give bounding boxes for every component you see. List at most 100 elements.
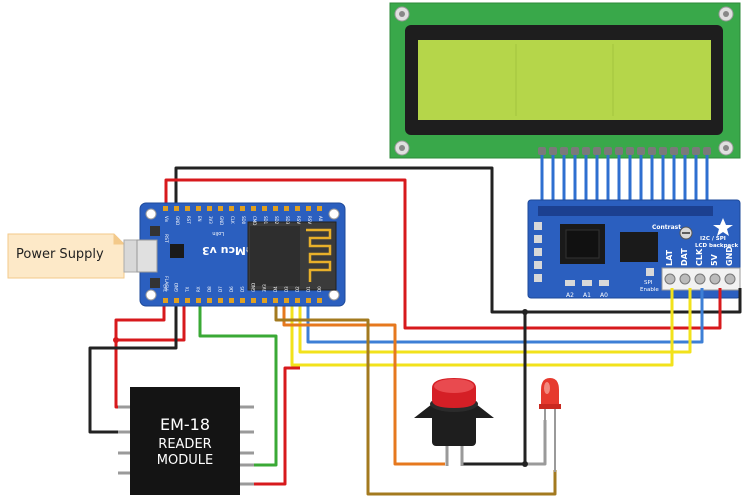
wire-vin-top	[164, 178, 722, 330]
header-pin	[163, 298, 168, 303]
antenna-icon	[306, 228, 332, 282]
terminal-screw	[679, 273, 691, 285]
nodemcu-mount-hole	[328, 208, 340, 220]
led-rim	[539, 404, 561, 409]
nodemcu-bottom-pin-labels: 3V3 GND TX RX D8 D7 D6 D5 GND 3V3 D4 D3 …	[163, 283, 322, 293]
led-highlight	[544, 382, 550, 394]
wire-yellow-lcd	[298, 288, 692, 354]
wire-green-reader	[198, 305, 278, 467]
pin-pad	[538, 147, 546, 155]
addr-label-a2: A2	[566, 292, 574, 299]
nodemcu-bottom-header	[163, 298, 322, 303]
junction-dot	[113, 337, 119, 343]
wires	[88, 166, 742, 496]
terminal-label-lat: LAT	[665, 249, 674, 266]
backpack-pad	[534, 222, 542, 230]
wire-gray-led	[525, 420, 547, 466]
terminal-label-5v: 5V	[710, 253, 719, 266]
rst-button[interactable]	[150, 226, 160, 236]
pin-label: SD2	[274, 216, 279, 225]
pin-label: CMD	[252, 216, 257, 225]
pin-pad	[571, 147, 579, 155]
pin-label: SD3	[285, 216, 290, 225]
lcd-mount-hole-center	[723, 145, 729, 151]
pin-label: A0	[318, 216, 323, 222]
rst-label: RST	[163, 234, 169, 243]
pin-label: D6	[229, 286, 234, 292]
em18-reader-module: EM-18 READER MODULE	[118, 387, 254, 495]
led-body	[541, 378, 559, 406]
pin-label: RSV	[296, 216, 301, 224]
backpack-addr-pad	[599, 280, 609, 286]
header-pin	[251, 206, 256, 211]
pin-label: Vin	[164, 216, 169, 223]
power-supply-label: Power Supply	[16, 247, 104, 262]
lcd-display	[389, 2, 741, 159]
reader-subtitle-1: READER	[158, 437, 211, 452]
header-pin	[218, 206, 223, 211]
contrast-label: Contrast	[652, 224, 681, 231]
lcd-backpack: A2 A1 A0 Contrast I2C / SPI LCD backpack…	[527, 199, 741, 299]
nodemcu-brand: Lolin	[212, 230, 224, 236]
pin-label: 3V3	[208, 216, 213, 224]
pin-label: GND	[251, 283, 256, 292]
header-pin	[218, 298, 223, 303]
header-pin	[185, 206, 190, 211]
pin-label: D4	[273, 286, 278, 292]
pin-pad	[637, 147, 645, 155]
pin-pad	[692, 147, 700, 155]
pin-pad	[626, 147, 634, 155]
wire-black-reader	[88, 305, 178, 434]
header-pin	[185, 298, 190, 303]
header-pin	[273, 206, 278, 211]
pin-label: GND	[175, 216, 180, 225]
spi-enable-label: Enable	[640, 287, 659, 293]
flash-label: FLASH	[163, 276, 169, 291]
pin-pad	[670, 147, 678, 155]
backpack-addr-pad	[582, 280, 592, 286]
pin-label: RST	[186, 216, 191, 224]
lcd-mount-hole-center	[399, 145, 405, 151]
header-pin	[295, 206, 300, 211]
wire-junctions	[113, 309, 528, 467]
backpack-addr-pad	[565, 280, 575, 286]
reader-title: EM-18	[160, 415, 210, 434]
header-pin	[262, 298, 267, 303]
header-pin	[207, 206, 212, 211]
pin-label: 3V3	[262, 284, 267, 292]
pin-pad	[604, 147, 612, 155]
pin-label: D5	[240, 286, 245, 292]
nodemcu-usb-chip	[170, 244, 184, 258]
flash-button[interactable]	[150, 278, 160, 288]
backpack-pad	[534, 274, 542, 282]
header-pin	[163, 206, 168, 211]
pin-pad	[549, 147, 557, 155]
nodemcu-usb-port	[136, 239, 158, 273]
pin-pad	[560, 147, 568, 155]
header-pin	[196, 206, 201, 211]
nodemcu-mount-hole	[145, 208, 157, 220]
nodemcu-top-pin-labels: Vin GND RST EN 3V3 GND CLK SD0 CMD SD1 S…	[164, 216, 323, 225]
header-pin	[251, 298, 256, 303]
pin-label: D3	[284, 286, 289, 292]
power-supply: Power Supply	[7, 233, 147, 279]
pin-label: CLK	[230, 216, 235, 224]
header-pin	[174, 298, 179, 303]
header-pin	[317, 206, 322, 211]
terminal-screw	[664, 273, 676, 285]
terminal-label-clk: CLK	[695, 248, 704, 266]
led	[539, 378, 561, 472]
pin-label: 3V3	[163, 284, 168, 292]
nodemcu-mount-hole	[145, 289, 157, 301]
lcd-screen	[418, 40, 711, 120]
pin-pad	[582, 147, 590, 155]
pin-pad	[615, 147, 623, 155]
header-pin	[306, 206, 311, 211]
pin-pad	[648, 147, 656, 155]
terminal-label-dat: DAT	[680, 248, 689, 266]
wire-gnd-top	[174, 166, 742, 314]
header-pin	[262, 206, 267, 211]
header-pin	[174, 206, 179, 211]
lcd-pin-pads	[538, 147, 711, 155]
backpack-label: LCD backpack	[695, 243, 738, 249]
